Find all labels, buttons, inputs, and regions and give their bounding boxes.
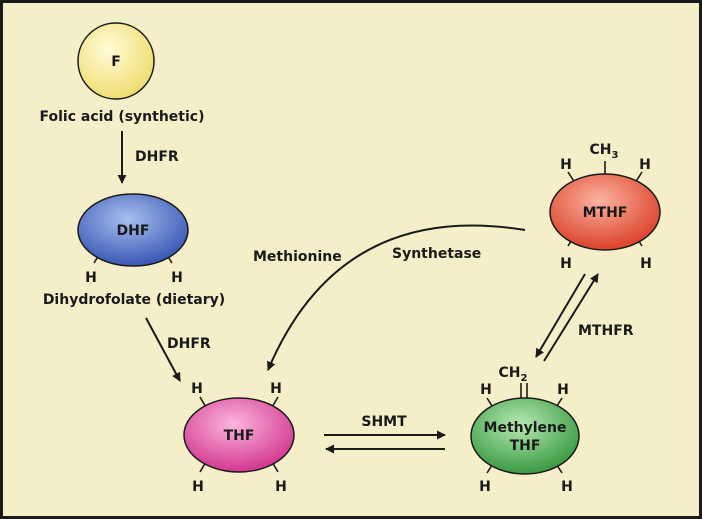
- folic-acid-node-label: F: [111, 54, 121, 70]
- methyl-group-label: CH3: [590, 142, 619, 161]
- hydrogen-label: H: [171, 270, 183, 286]
- methylene-thf-node: Methylene THF CH2 H H H H: [470, 365, 580, 495]
- hydrogen-label: H: [479, 479, 491, 495]
- methylene-thf-label-line1: Methylene: [484, 420, 567, 436]
- thf-node: THF H H H H: [183, 381, 295, 495]
- enzyme-label-mthfr: MTHFR: [578, 323, 634, 339]
- arrow-mthf-to-thf: [267, 224, 526, 371]
- hydrogen-label: H: [560, 256, 572, 272]
- hydrogen-label: H: [480, 382, 492, 398]
- enzyme-label-synthetase: Synthetase: [392, 246, 481, 262]
- enzyme-label-dhfr-bottom: DHFR: [167, 336, 211, 352]
- dhf-node: DHF H H: [77, 193, 189, 286]
- hydrogen-label: H: [640, 256, 652, 272]
- methylene-group-subscript: 2: [521, 373, 528, 384]
- folic-acid-caption: Folic acid (synthetic): [40, 109, 205, 125]
- hydrogen-label: H: [561, 479, 573, 495]
- methylene-thf-label-line2: THF: [510, 438, 541, 454]
- hydrogen-label: H: [85, 270, 97, 286]
- thf-node-label: THF: [224, 428, 255, 444]
- arrow-dhf-to-thf: [145, 317, 181, 382]
- hydrogen-label: H: [560, 157, 572, 173]
- enzyme-label-methionine: Methionine: [253, 249, 342, 265]
- folic-acid-node: F: [77, 22, 155, 100]
- mthf-node: MTHF CH3 H H H H: [549, 142, 661, 272]
- methyl-group-subscript: 3: [612, 150, 619, 161]
- enzyme-label-dhfr-top: DHFR: [135, 149, 179, 165]
- arrow-methylene-thf-to-mthf: [543, 273, 599, 362]
- hydrogen-label: H: [191, 381, 203, 397]
- dhf-node-label: DHF: [117, 223, 150, 239]
- methylene-group-base: CH: [499, 365, 521, 381]
- dhf-caption: Dihydrofolate (dietary): [43, 292, 225, 308]
- enzyme-label-shmt: SHMT: [361, 414, 407, 430]
- hydrogen-label: H: [270, 381, 282, 397]
- hydrogen-label: H: [639, 157, 651, 173]
- hydrogen-label: H: [557, 382, 569, 398]
- methyl-group-base: CH: [590, 142, 612, 158]
- mthf-node-label: MTHF: [583, 205, 628, 221]
- hydrogen-label: H: [192, 479, 204, 495]
- hydrogen-label: H: [275, 479, 287, 495]
- methylene-group-label: CH2: [499, 365, 528, 384]
- arrow-mthf-to-methylene-thf: [535, 273, 586, 358]
